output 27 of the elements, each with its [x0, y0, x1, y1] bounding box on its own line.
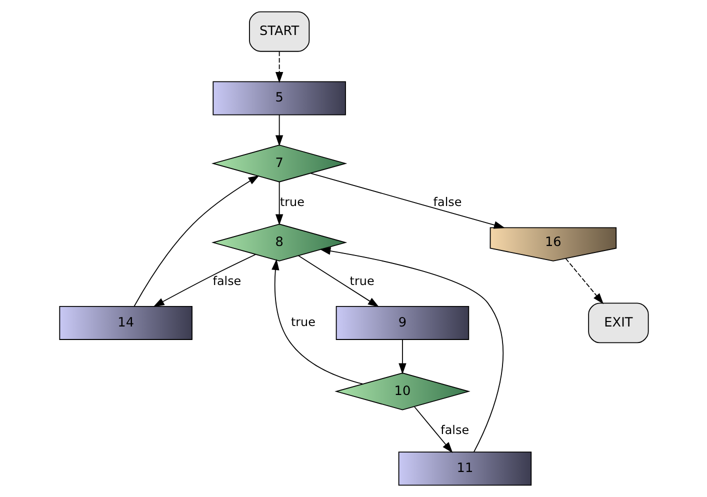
arrow [310, 172, 505, 229]
arrow [274, 51, 283, 84]
node-diamond: 8 [210, 224, 347, 262]
node-box: 5 [212, 81, 346, 116]
arrow [414, 406, 452, 453]
arrow [398, 339, 406, 374]
node-box: START [248, 11, 310, 52]
arrow [319, 247, 504, 452]
arrow [564, 258, 604, 304]
node-box: 9 [335, 306, 469, 340]
arrow [274, 114, 283, 146]
node-box: EXIT [588, 302, 648, 344]
edge-label: false [440, 423, 469, 438]
arrow [271, 259, 363, 384]
node-box: 14 [58, 306, 192, 340]
node-diamond: 10 [334, 372, 470, 410]
arrow [152, 254, 256, 307]
edge-label: true [279, 195, 304, 210]
arrow [274, 181, 283, 226]
arrow [298, 255, 379, 308]
node-box: 11 [398, 452, 532, 486]
edge-label: true [349, 274, 374, 288]
arrow [133, 175, 259, 307]
edge-label: false [212, 274, 241, 288]
edge-label: true [290, 315, 315, 330]
edge-label: false [432, 195, 462, 210]
node-diamond: 7 [210, 144, 347, 182]
